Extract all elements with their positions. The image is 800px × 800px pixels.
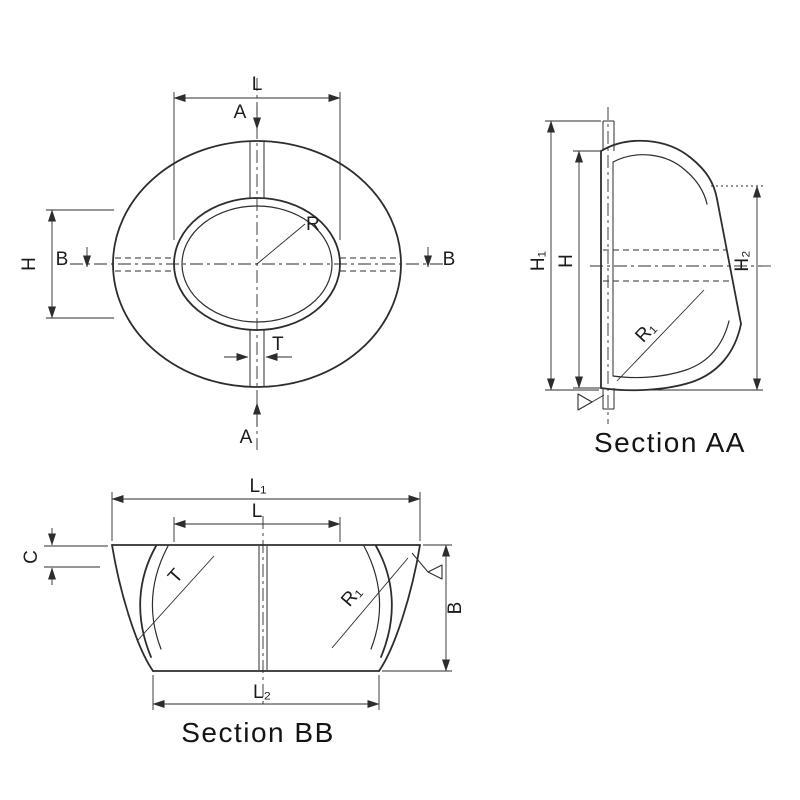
bb-left-edge	[111, 544, 154, 672]
plan-dim-T-label: T	[272, 334, 284, 355]
aa-outline	[600, 139, 742, 392]
aa-hidden-throat	[603, 249, 731, 282]
aa-dim-H1-label: H₁	[528, 251, 549, 271]
aa-rib-stub-top	[602, 120, 615, 151]
bb-dim-L: L	[173, 501, 341, 542]
bb-right-lobe-outer	[375, 545, 393, 658]
bb-dim-L1: L₁	[111, 476, 421, 541]
aa-rib-stub-bottom	[602, 388, 615, 410]
inner-opening-inner-edge	[181, 205, 333, 323]
aa-slant-edge	[716, 198, 742, 325]
bb-dim-L2-label: L₂	[253, 682, 271, 703]
section-mark-b-right: B	[424, 247, 456, 270]
aa-leader-R1: R₁	[616, 289, 705, 382]
plan-dim-L: L	[173, 74, 341, 240]
bb-dim-T-label: T	[164, 565, 188, 588]
bb-dim-L2: L₂	[152, 675, 380, 710]
aa-dim-H: H	[556, 150, 600, 389]
plan-dim-H-label: H	[19, 257, 40, 271]
aa-finish-flag-icon	[577, 393, 605, 411]
bb-dim-C: C	[21, 528, 108, 585]
hidden-throat-left	[115, 257, 174, 272]
plan-leader-R: R	[256, 214, 320, 265]
aa-top-lobe-outer	[600, 139, 718, 200]
outer-ellipse	[112, 140, 402, 388]
section-bb-caption: Section BB	[181, 717, 335, 748]
bb-leader-T: T	[137, 555, 215, 641]
aa-dim-H2-label: H₂	[732, 250, 753, 271]
bb-right-edge	[378, 544, 421, 672]
aa-top-lobe-inner	[612, 154, 708, 205]
plan-view: L A A B B H T	[19, 74, 455, 450]
plan-dim-R-label: R	[306, 214, 320, 235]
bb-dim-C-label: C	[21, 550, 42, 564]
section-b-right-label: B	[443, 249, 456, 270]
hidden-throat-right	[340, 257, 399, 272]
bb-left-lobe-inner	[151, 545, 169, 650]
section-aa-caption: Section AA	[594, 427, 746, 458]
section-a-top-label: A	[234, 102, 247, 123]
section-b-left-label: B	[56, 249, 69, 270]
bb-finish-flag-icon	[411, 552, 443, 580]
bb-dim-R1-label: R₁	[337, 582, 366, 611]
aa-dim-H1: H₁	[528, 120, 601, 391]
bb-dim-B: B	[382, 544, 466, 672]
bb-outline	[111, 544, 421, 672]
bb-dim-B-label: B	[445, 602, 466, 615]
section-a-bottom-label: A	[240, 427, 253, 448]
plan-dim-T: T	[224, 334, 292, 361]
bb-dim-L1-label: L₁	[250, 476, 267, 497]
aa-dim-R1-label: R₁	[631, 318, 660, 347]
bb-dim-L-label: L	[252, 501, 263, 522]
section-mark-b-left: B	[56, 247, 91, 270]
aa-dim-H2: H₂	[614, 185, 763, 391]
bb-right-lobe-inner	[363, 545, 381, 650]
aa-dim-H-label: H	[556, 254, 577, 268]
section-mark-a-bottom: A	[240, 402, 261, 448]
aa-bottom-lobe-inner	[612, 320, 730, 379]
section-mark-a-top: A	[234, 102, 261, 130]
plan-dim-L-label: L	[252, 74, 263, 95]
rib-bottom-lines	[249, 330, 265, 386]
aa-bottom-lobe-outer	[600, 323, 742, 392]
bb-left-lobe-outer	[139, 545, 157, 658]
plan-dim-H: H	[19, 209, 114, 319]
inner-opening-outer-edge	[173, 197, 341, 331]
section-bb-view: L₁ L L₂ C B	[21, 476, 466, 748]
rib-top-lines	[249, 142, 265, 199]
section-aa-view: H₁ H H₂ R₁ Section AA	[528, 107, 775, 458]
